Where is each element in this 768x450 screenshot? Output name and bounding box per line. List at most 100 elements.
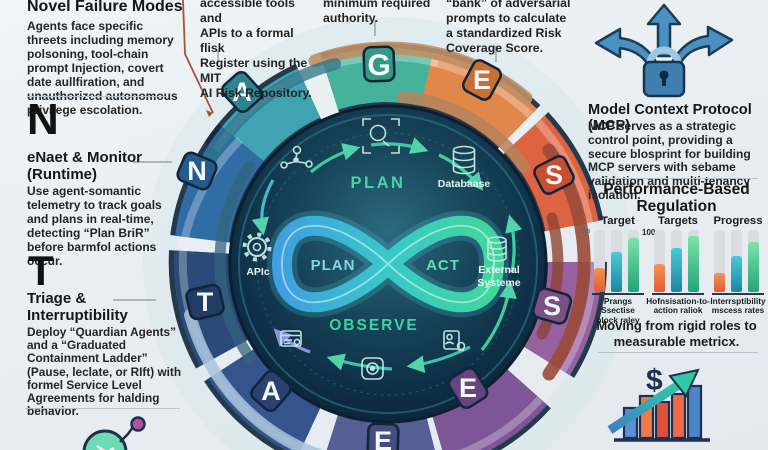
right-divider-1 [598,178,758,179]
bar-track [611,230,622,292]
dollar-sign: $ [646,364,663,397]
growth-bar-blue-2 [686,384,703,440]
chart-group-targets: Targets 100 Hofnsisation-to- action rali… [642,215,710,319]
right-divider-2 [598,352,758,353]
database-icon [452,145,476,175]
gear-icon [242,232,272,262]
svg-text:T: T [197,287,214,317]
infinity-loop [266,210,510,318]
growth-bar-orange-2 [670,392,687,440]
callout-minimum-authority: minimum required authority. [323,0,431,25]
agent-id-icon [443,330,466,351]
left-arrow-icon [594,27,658,70]
regulation-footer: Moving from rigid roles to measurable me… [596,318,757,349]
letter-t-initial: T [28,247,54,294]
svg-text:E: E [473,65,491,95]
group-caption: Hofnsisation-to- action raliok [646,296,710,316]
triage-interruptibility-body: Deploy “Quardian Agents” and a “Graduate… [27,325,182,419]
group-caption: Interrsptibility mscess rates [710,296,766,316]
bar-green [628,238,639,292]
external-label-2: Systeme [477,277,520,289]
chart-baseline [712,293,764,295]
bar-track [654,230,665,292]
molecule-icon [280,145,313,169]
chart-group-target: Target 1n Prangs Ssectise block ralev [582,215,644,324]
gear-badge-icon [361,357,384,380]
mcp-body: MCP serves as a strategic control point,… [588,119,751,202]
svg-text:S: S [545,160,563,190]
external-database-icon [487,236,507,262]
svg-text:G: G [367,49,390,82]
node-dot-icon [130,416,146,432]
bar-track [714,230,725,292]
svg-text:A: A [232,77,252,107]
bar-teal [671,248,682,292]
database-label: Databaase [438,178,491,190]
growth-bar-red [654,400,671,440]
loop-plan-label: PLAN [311,257,356,274]
triage-interruptibility-heading: Triage & Interruptibility [27,290,128,324]
api-label: APIc [246,266,270,278]
callout-risk-register: accessible tools and APIs to a formal fl… [200,0,312,100]
growth-chart-illustration: $ [607,364,710,442]
pencil-badge-icon [82,429,128,450]
callout-lines [113,0,497,301]
bar-orange [654,264,665,292]
left-divider-1 [27,96,167,97]
cycle-arrows [251,137,523,373]
axis-tick-label: 100 [642,228,656,237]
bar-orange [714,273,725,292]
group-label: Targets [658,215,698,227]
ring-letters: A G E S S E E A T N [187,49,563,450]
bar-track [671,230,682,292]
audit-node-illustration [82,416,146,450]
plan-top-label: PLAN [351,174,406,192]
group-caption: Prangs Ssectise block ralev [596,296,640,325]
observe-label: OBSERVE [329,317,419,334]
bar-track [748,230,759,292]
svg-text:E: E [459,373,477,403]
runtime-subheading: (Runtime) [27,166,97,183]
chart-baseline [652,293,704,295]
svg-text:S: S [543,291,561,321]
braid-ribbons [184,41,591,450]
bar-teal [611,252,622,292]
bar-teal [731,256,742,292]
bar-track [688,230,699,292]
bar-track [731,230,742,292]
ai-scan-icon [362,118,400,154]
group-label: Progress [713,215,763,227]
novel-failure-modes-body: Agents face specific threets including m… [27,19,178,117]
bar-orange [594,268,605,292]
svg-text:E: E [374,426,392,450]
external-label-1: External [478,264,520,276]
lock-shackle [646,46,682,65]
chart-baseline [592,293,644,295]
letter-n-initial: N [27,95,59,144]
loop-act-label: ACT [426,257,460,274]
group-label: Target [601,215,635,227]
bar-track [628,230,639,292]
callout-risk-coverage: “bank” of adversarial prompts to calcula… [446,0,571,55]
axis-tick-label: 1n [582,228,591,235]
bar-green [748,242,759,292]
cycle-guide [256,132,520,396]
right-arrow-icon [670,25,734,70]
chart-group-progress: Progress Interrsptibility mscess rates [710,215,765,319]
enact-monitor-body: Use agent-somantic telemetry to track go… [27,184,162,268]
performance-regulation-title: Performance-Based Regulation [603,181,750,215]
svg-text:N: N [187,156,207,186]
mcp-lock-illustration [594,3,734,98]
left-divider-2 [25,408,180,409]
growth-arrow [607,380,683,434]
enact-monitor-heading: eNaet & Monitor [27,149,143,166]
growth-arrowhead [668,368,700,398]
browser-icon [280,330,302,347]
novel-failure-modes-heading: Novel Failure Modes [27,0,183,15]
bar-track [594,230,605,292]
center-disc-rim [238,114,538,414]
svg-text:A: A [261,376,281,406]
mcp-heading: Model Context Protocol (MCP) [588,102,752,134]
inner-icons [242,118,507,380]
